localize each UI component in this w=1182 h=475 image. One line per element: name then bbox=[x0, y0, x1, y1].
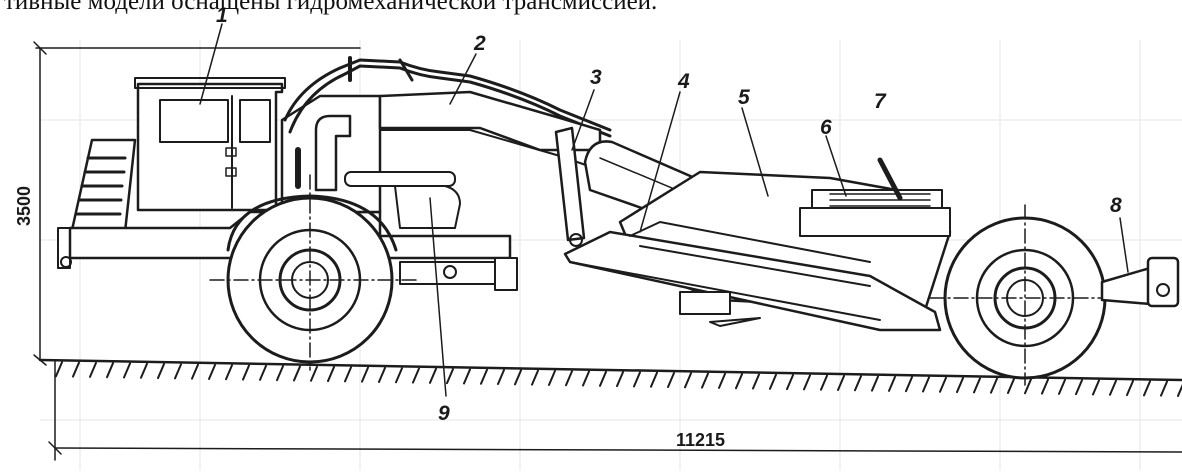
callout-2: 2 bbox=[473, 32, 486, 55]
rear-wheel bbox=[929, 204, 1121, 386]
callouts: 1 2 3 4 5 6 7 8 9 bbox=[199, 4, 1129, 425]
length-dimension: 11215 bbox=[48, 359, 1182, 461]
scraper-bowl bbox=[378, 90, 952, 332]
callout-6: 6 bbox=[820, 116, 832, 139]
callout-7: 7 bbox=[874, 90, 887, 113]
callout-9: 9 bbox=[438, 402, 450, 425]
callout-5: 5 bbox=[738, 86, 750, 109]
callout-4: 4 bbox=[677, 70, 690, 93]
callout-1: 1 bbox=[216, 4, 228, 27]
callout-3: 3 bbox=[590, 66, 602, 89]
length-label: 11215 bbox=[676, 430, 725, 450]
height-dimension: 3500 bbox=[14, 41, 361, 366]
ground bbox=[38, 358, 1182, 397]
caption-text: тивные модели оснащены гидромеханической… bbox=[4, 0, 658, 15]
push-block bbox=[1100, 256, 1180, 308]
height-label: 3500 bbox=[14, 186, 34, 226]
callout-8: 8 bbox=[1110, 194, 1122, 217]
front-wheel bbox=[209, 174, 421, 371]
